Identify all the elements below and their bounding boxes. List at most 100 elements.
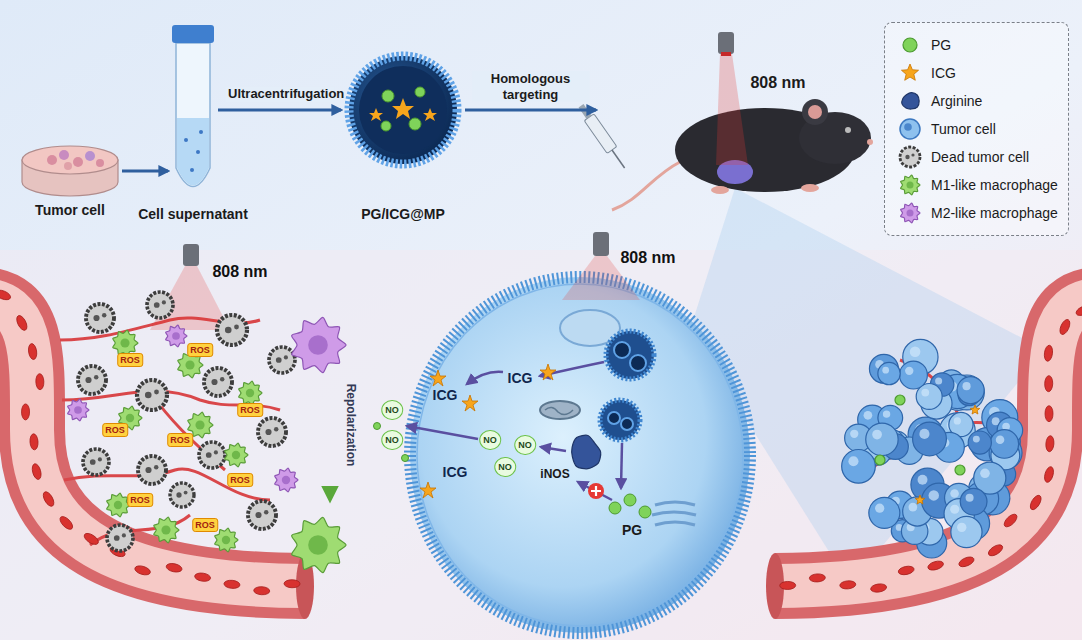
mitochondrion	[540, 401, 580, 419]
laser-head	[183, 244, 199, 266]
icg-star	[420, 482, 436, 498]
pg-ball	[609, 502, 621, 514]
pg-ball	[903, 38, 917, 52]
mouse-ear-inner	[808, 105, 822, 119]
cell-highlight	[864, 411, 873, 420]
cell-debris	[90, 459, 96, 465]
blood-vessel	[766, 300, 1082, 619]
mouse-nose	[867, 139, 873, 145]
process-label: Repolarization	[344, 384, 358, 467]
tumor-cell	[990, 430, 1019, 459]
endosome	[600, 400, 640, 440]
red-blood-cell	[1045, 435, 1054, 452]
pg-ball	[624, 494, 636, 506]
tube-body	[176, 43, 210, 187]
cell-highlight	[848, 456, 858, 466]
laser-head	[718, 32, 734, 54]
cell-debris	[154, 390, 159, 395]
cell-highlight	[882, 367, 889, 374]
cell-nucleus	[907, 210, 914, 217]
red-blood-cell	[809, 574, 825, 583]
dish-cell	[85, 151, 95, 161]
cell-debris	[98, 457, 102, 461]
legend-row: M1-like macrophage	[895, 171, 1058, 199]
dead-tumor-cell	[248, 501, 276, 529]
endosome-particle	[608, 412, 620, 424]
mouse-tail	[612, 162, 680, 210]
membrane-particle	[349, 56, 457, 164]
promote-sign	[588, 483, 604, 499]
ros-tag: ROS	[117, 353, 143, 367]
pathway-arrow	[578, 482, 612, 500]
culture-dish-node: Tumor cell	[22, 146, 118, 196]
legend-icon	[895, 200, 925, 226]
flow-arrow	[465, 109, 596, 112]
dead-tumor-cell	[204, 368, 232, 396]
node-label: Tumor cell	[35, 202, 105, 218]
mitochondrion-crista	[545, 407, 573, 414]
icg-star	[915, 495, 925, 504]
pg-label: PG	[622, 522, 642, 538]
cell-nucleus	[907, 182, 914, 189]
red-blood-cell	[58, 514, 75, 531]
no-molecule: NO	[514, 435, 536, 455]
tumor-cell	[951, 516, 982, 547]
red-blood-cell	[957, 555, 975, 569]
legend-row: Tumor cell	[895, 115, 1058, 143]
dead-tumor-cell	[86, 304, 114, 332]
red-blood-cell	[1028, 494, 1043, 512]
tumor-cell	[960, 488, 987, 515]
red-blood-cell	[1002, 512, 1019, 529]
icg-star	[540, 364, 556, 380]
edge-label: Ultracentrifugation	[225, 86, 334, 102]
m2-macrophage	[68, 399, 89, 421]
m1-macrophage	[113, 330, 138, 356]
endosome-particle	[621, 418, 633, 430]
cell-highlight	[875, 504, 884, 513]
pathway-arrow	[621, 443, 622, 488]
legend-row: PG	[895, 31, 1058, 59]
cell-nucleus	[172, 332, 180, 340]
red-blood-cell	[165, 562, 182, 573]
cell-nucleus	[114, 501, 122, 509]
dead-tumor-cell	[900, 147, 920, 167]
cell-nucleus	[161, 525, 170, 534]
dead-tumor-cell	[138, 456, 166, 484]
mouse-node: 808 nm	[600, 35, 880, 215]
legend-text: Arginine	[931, 93, 982, 109]
cell-highlight	[921, 389, 929, 397]
legend-text: Tumor cell	[931, 121, 996, 137]
m1-macrophage	[239, 381, 262, 405]
pg-ball	[382, 90, 394, 102]
cell-highlight	[966, 494, 974, 502]
legend-icon	[895, 172, 925, 198]
m2-macrophage	[275, 468, 298, 492]
red-blood-cell	[1045, 406, 1053, 422]
cell-nucleus	[185, 360, 194, 369]
red-blood-cell	[28, 343, 38, 360]
dead-tumor-cell	[83, 449, 109, 475]
pg-ball	[374, 423, 381, 430]
cell-highlight	[872, 430, 882, 440]
m1-macrophage	[225, 443, 248, 467]
no-molecule: NO	[381, 430, 403, 450]
icg-star	[430, 370, 446, 386]
cell-debris	[264, 510, 268, 514]
no-molecule: NO	[479, 430, 501, 450]
red-blood-cell	[30, 434, 39, 450]
particle-membrane	[349, 56, 457, 164]
capillary	[90, 515, 190, 545]
syringe	[576, 102, 629, 171]
icg-label: ICG	[508, 370, 533, 386]
endosome-particle	[630, 355, 646, 371]
cell-highlight	[950, 489, 959, 498]
red-blood-cell	[1044, 376, 1053, 392]
cell-debris	[102, 313, 106, 317]
vessel-lumen	[0, 300, 305, 586]
icg-star	[462, 395, 478, 411]
cell-highlight	[996, 435, 1005, 444]
red-blood-cell	[898, 565, 915, 576]
vesicle-dot	[199, 130, 203, 134]
node-label: Cell supernatant	[138, 206, 248, 222]
cell-debris	[911, 153, 914, 156]
